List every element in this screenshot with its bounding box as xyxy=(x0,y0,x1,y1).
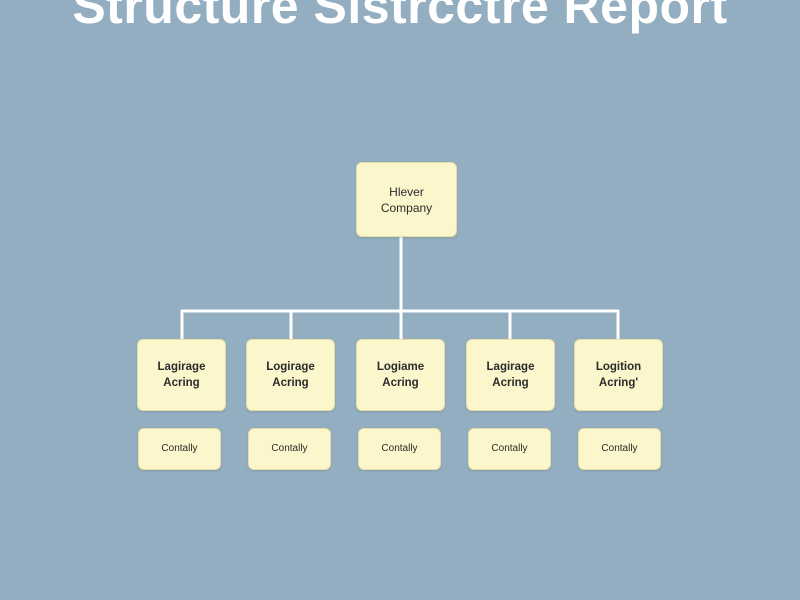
report-title: Structure Sistrcctre Report xyxy=(72,0,728,34)
department-role: Acring xyxy=(382,377,419,389)
department-node[interactable]: Lagirage Acring xyxy=(466,339,555,411)
sub-item-node[interactable]: Contally xyxy=(248,428,331,470)
department-role: Acring xyxy=(163,377,200,389)
sub-item-label: Contally xyxy=(271,443,308,454)
sub-item-label: Contally xyxy=(491,443,528,454)
department-node[interactable]: Logirage Acring xyxy=(246,339,335,411)
sub-item-node[interactable]: Contally xyxy=(138,428,221,470)
sub-item-node[interactable]: Contally xyxy=(578,428,661,470)
sub-item-node[interactable]: Contally xyxy=(358,428,441,470)
sub-item-label: Contally xyxy=(601,443,638,454)
department-name: Logiame xyxy=(376,361,425,373)
department-name: Logition xyxy=(595,361,642,373)
department-name: Lagirage xyxy=(157,361,206,373)
department-role: Acring xyxy=(272,377,309,389)
sub-item-label: Contally xyxy=(161,443,198,454)
department-role: Acring' xyxy=(598,377,639,389)
root-node-subtitle: Company xyxy=(380,200,433,215)
sub-item-node[interactable]: Contally xyxy=(468,428,551,470)
department-node[interactable]: Lagirage Acring xyxy=(137,339,226,411)
department-node[interactable]: Logiame Acring xyxy=(356,339,445,411)
department-name: Logirage xyxy=(266,361,315,373)
department-role: Acring xyxy=(492,377,529,389)
root-node[interactable]: Hlever Company xyxy=(356,162,457,237)
department-name: Lagirage xyxy=(486,361,535,373)
root-node-name: Hlever xyxy=(389,184,424,199)
department-node[interactable]: Logition Acring' xyxy=(574,339,663,411)
sub-item-label: Contally xyxy=(381,443,418,454)
